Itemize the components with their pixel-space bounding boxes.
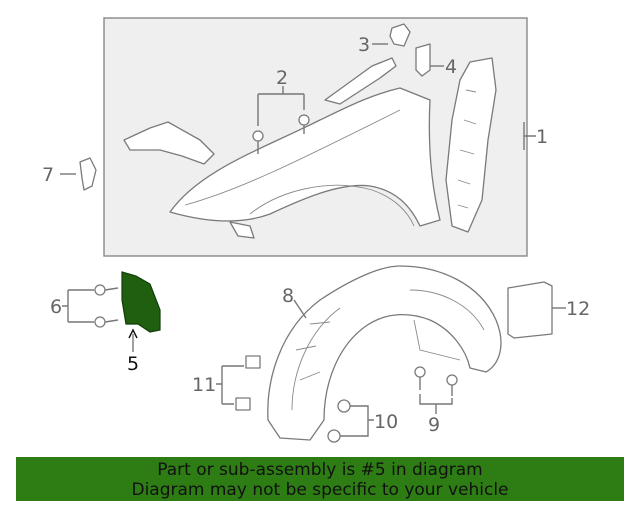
callout-8-leader [293,299,307,319]
notice-banner: Part or sub-assembly is #5 in diagram Di… [16,457,624,501]
callout-8: 8 [282,285,294,307]
callout-6-leader [62,289,94,323]
callout-10: 10 [374,411,398,433]
part-11-clips[interactable] [235,355,261,411]
callout-2-leader [257,86,305,126]
part-6-bolts[interactable] [94,284,119,328]
wheel-liner-ribs [291,289,485,411]
callout-9: 9 [428,414,440,436]
fender-lower-bracket [229,221,255,239]
fender-front-bracket [123,121,215,165]
part-3-clip[interactable] [389,23,411,47]
part-9-bolts[interactable] [414,366,458,396]
callout-2: 2 [276,67,288,89]
callout-12: 12 [566,298,590,320]
callout-1: 1 [536,126,548,148]
fender-support-bracket[interactable] [445,57,497,233]
notice-line-1: Part or sub-assembly is #5 in diagram [157,460,483,480]
callout-9-leader [419,394,453,414]
callout-1-leader [523,122,536,150]
callout-6: 6 [50,296,62,318]
callout-11-leader [216,365,244,405]
part-4-bracket[interactable] [415,43,431,77]
part-2-bolts[interactable] [252,114,310,154]
callout-11: 11 [192,374,216,396]
callout-10-leader [340,405,374,437]
fender-wheel-arch-line [249,184,415,227]
callout-7: 7 [42,164,54,186]
part-5-bracket[interactable] [121,271,161,333]
notice-line-2: Diagram may not be specific to your vehi… [131,480,509,500]
support-bracket-detail [457,89,477,209]
callout-4: 4 [445,56,457,78]
part-8-wheel-liner[interactable] [267,265,502,441]
callout-5: 5 [127,353,139,375]
callout-5-arrow [128,328,138,339]
part-7-bracket[interactable] [79,157,97,191]
fender-upper-rail [324,57,397,105]
fender-crease-line [184,109,401,206]
callout-3: 3 [358,34,370,56]
part-12-pad[interactable] [507,281,553,339]
parts-diagram: 2 3 4 1 7 5 6 8 [42,17,590,443]
